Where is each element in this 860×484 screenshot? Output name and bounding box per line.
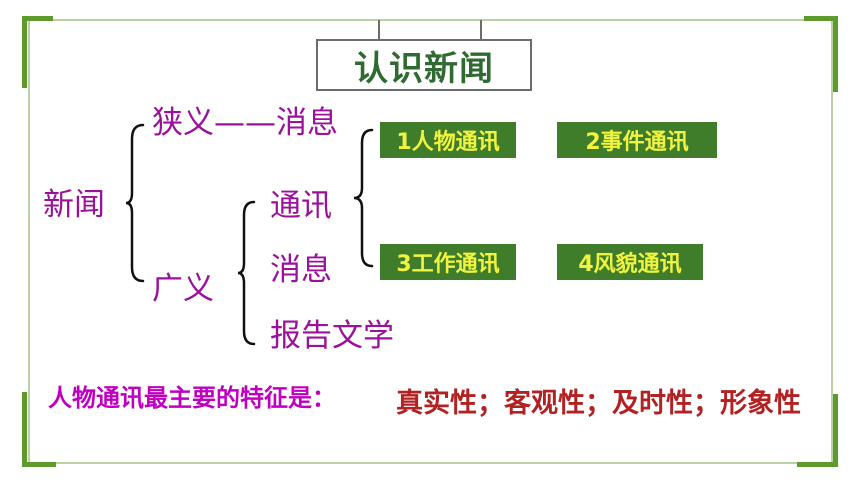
tongxun-type-shijian: 2事件通讯 bbox=[557, 122, 717, 158]
tongxun-type-renwu: 1人物通讯 bbox=[380, 122, 516, 158]
tongxun-type-fengmao: 4风貌通讯 bbox=[557, 244, 703, 280]
root-bracket bbox=[125, 123, 145, 283]
broad-item-xiaoxi: 消息 bbox=[270, 252, 332, 288]
frame-corner-bottom-right-h bbox=[797, 462, 838, 467]
tongxun-bracket-path bbox=[353, 128, 374, 268]
broad-item-baogao-wenxue: 报告文学 bbox=[270, 318, 394, 354]
frame-top-line bbox=[28, 19, 833, 21]
root-bracket-path bbox=[125, 123, 145, 283]
frame-corner-top-left-v bbox=[22, 16, 27, 88]
broad-bracket bbox=[237, 200, 256, 346]
page-title: 认识新闻 bbox=[316, 39, 532, 91]
feature-question: 人物通讯最主要的特征是： bbox=[48, 384, 336, 412]
frame-bottom-line bbox=[28, 462, 833, 464]
frame-corner-top-right-h bbox=[804, 16, 838, 21]
feature-answer: 真实性；客观性；及时性；形象性 bbox=[396, 388, 801, 419]
tongxun-bracket bbox=[353, 128, 374, 268]
frame-right-line bbox=[831, 19, 833, 464]
title-stub-left bbox=[378, 20, 380, 39]
frame-corner-top-left-h bbox=[22, 16, 53, 21]
frame-corner-bottom-right-v bbox=[833, 394, 838, 467]
broad-definition-label: 广义 bbox=[152, 271, 214, 307]
tongxun-type-gongzuo: 3工作通讯 bbox=[380, 244, 516, 280]
narrow-definition-label: 狭义——消息 bbox=[152, 105, 338, 141]
broad-item-tongxun: 通讯 bbox=[270, 188, 332, 224]
frame-corner-top-right-v bbox=[833, 16, 838, 92]
frame-corner-bottom-left-v bbox=[22, 392, 27, 467]
frame-corner-bottom-left-h bbox=[22, 462, 56, 467]
root-label: 新闻 bbox=[43, 187, 105, 223]
title-stub-right bbox=[480, 20, 482, 39]
broad-bracket-path bbox=[237, 200, 256, 346]
frame-left-line bbox=[28, 19, 30, 464]
